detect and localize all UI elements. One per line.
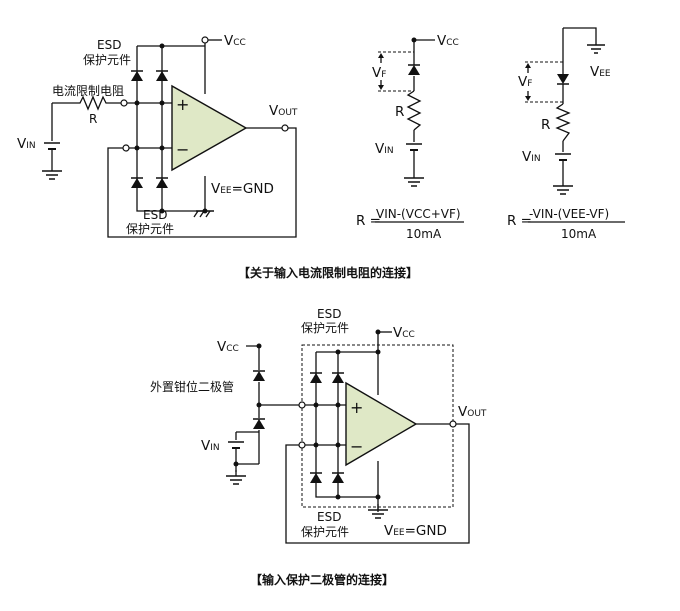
- fig1-vout-terminal: [281, 124, 289, 132]
- fig4-plus-sign: +: [350, 398, 363, 417]
- fig1-esd-diode-icon: [155, 177, 169, 189]
- fig3-formula-denominator: 10mA: [561, 227, 597, 241]
- caption-current-limit-resistor: 【关于输入电流限制电阻的连接】: [238, 265, 418, 280]
- fig4-esd-top-label: ESD: [317, 307, 341, 321]
- fig2-resistor: [406, 90, 422, 131]
- fig2-diode-icon: [407, 64, 421, 76]
- fig4-esd-diode-icon: [331, 472, 345, 484]
- fig1-esd-bot-label: ESD: [143, 208, 167, 222]
- fig3-formula-lhs: R =: [507, 213, 532, 229]
- fig2-ground-icon: [403, 171, 425, 187]
- fig1-esd-top-label2: 保护元件: [83, 53, 131, 67]
- fig1-esd-input-circuit: ESD 保护元件 电流限制电阻 R VIN VCC VOUT + − VEE=G…: [17, 33, 298, 238]
- fig2-formula-lhs: R =: [356, 213, 381, 229]
- fig1-esd-diode-icon: [130, 177, 144, 189]
- fig4-vin-source-icon: [227, 441, 245, 449]
- fig2-r-label: R: [395, 104, 404, 120]
- fig4-esd-diode-icon: [309, 372, 323, 384]
- fig1-esd-diode-icon: [130, 70, 144, 82]
- fig4-vout-terminal: [449, 420, 457, 428]
- fig1-vcc-terminal: [201, 36, 209, 44]
- fig4-ground-icon: [225, 469, 247, 485]
- fig4-esd-bot-label2: 保护元件: [301, 525, 349, 539]
- fig4-input-protection-circuit: ESD 保护元件 VCC VCC 外置钳位二极管 VIN + − VOUT ES…: [150, 307, 487, 544]
- fig2-formula-numerator: VIN-(VCC+VF): [376, 207, 461, 221]
- fig3-ground-icon: [586, 44, 606, 54]
- fig2-vin-label: VIN: [375, 141, 394, 157]
- fig1-esd-diode-icon: [155, 70, 169, 82]
- fig1-minus-sign: −: [176, 140, 189, 159]
- fig3-resistor: [555, 103, 571, 142]
- fig4-clamp-diode-label: 外置钳位二极管: [150, 379, 234, 394]
- fig3-vf-label: VF: [518, 74, 532, 90]
- fig1-resistor-r: R: [89, 112, 97, 126]
- fig4-esd-diode-icon: [331, 372, 345, 384]
- fig4-esd-bot-label: ESD: [317, 510, 341, 524]
- fig4-vee-gnd-label: VEE=GND: [384, 523, 447, 539]
- fig3-diode-icon: [556, 73, 570, 85]
- fig4-vout-label: VOUT: [458, 404, 487, 420]
- fig2-formula-denominator: 10mA: [406, 227, 442, 241]
- fig2-vin-source-icon: [405, 143, 423, 151]
- fig1-ground-icon: [41, 164, 63, 180]
- fig2-vcc-label: VCC: [437, 33, 459, 49]
- fig1-resistor-desc: 电流限制电阻: [52, 84, 124, 98]
- fig1-vcc-label: VCC: [224, 33, 246, 49]
- fig4-vcc-right-label: VCC: [393, 325, 415, 341]
- fig1-opamp: [171, 84, 248, 172]
- fig4-vin-label: VIN: [201, 438, 220, 454]
- fig2-vcc-current-path: VCC VF R VIN R = VIN-(VCC+VF) 10mA: [356, 33, 464, 241]
- fig4-esd-top-label2: 保护元件: [301, 321, 349, 335]
- fig4-clamp-diode-icon: [252, 418, 266, 430]
- fig3-vin-label: VIN: [522, 149, 541, 165]
- fig1-esd-top-label: ESD: [97, 38, 121, 52]
- caption-input-protection-diode: 【输入保护二极管的连接】: [250, 572, 394, 587]
- fig3-vee-current-path: VEE VF R VIN R = -VIN-(VEE-VF) 10mA: [507, 27, 625, 241]
- fig1-resistor: [52, 95, 121, 111]
- fig1-vin-source-icon: [43, 142, 61, 150]
- fig3-formula-numerator: -VIN-(VEE-VF): [529, 207, 609, 221]
- fig3-ground-icon: [552, 179, 574, 195]
- fig4-vcc-left-label: VCC: [217, 339, 239, 355]
- fig1-vee-gnd-label: VEE=GND: [211, 181, 274, 197]
- fig3-vin-source-icon: [554, 153, 572, 161]
- fig1-plus-sign: +: [176, 95, 189, 114]
- fig3-vee-label: VEE: [590, 64, 611, 80]
- fig3-r-label: R: [541, 117, 550, 133]
- fig4-esd-diode-icon: [309, 472, 323, 484]
- fig4-clamp-diode-icon: [252, 370, 266, 382]
- fig1-vout-label: VOUT: [269, 103, 298, 119]
- fig1-vin-label: VIN: [17, 136, 36, 152]
- fig1-esd-bot-label2: 保护元件: [126, 222, 174, 236]
- fig4-minus-sign: −: [350, 437, 363, 456]
- fig2-vf-label: VF: [372, 65, 386, 81]
- fig4-opamp: [345, 381, 418, 467]
